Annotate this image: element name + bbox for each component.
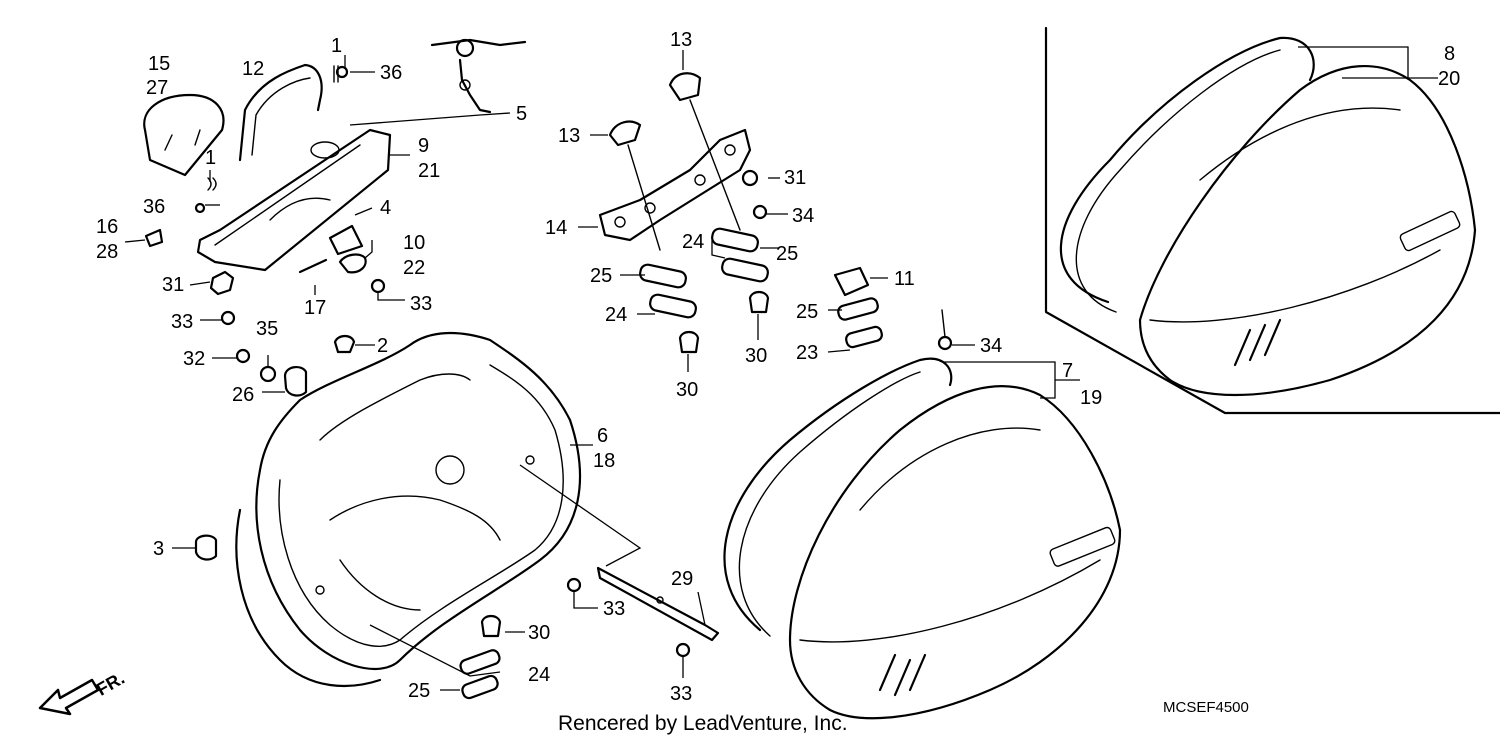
direction-label: FR.	[93, 668, 128, 700]
callout-label: 4	[380, 197, 391, 219]
callout-label: 36	[143, 196, 165, 218]
callout-label: 17	[304, 297, 326, 319]
callout-label: 30	[528, 622, 550, 644]
callout-label: 34	[980, 335, 1002, 357]
callout-label: 32	[183, 348, 205, 370]
callouts: 15 27 12 1 36 5 9 21 1 36 4 16 28 10 22 …	[96, 29, 1460, 705]
callout-label: 19	[1080, 387, 1102, 409]
bracket-plates	[459, 227, 883, 700]
callout-label: 25	[796, 301, 818, 323]
callout-label: 33	[603, 598, 625, 620]
callout-label: 21	[418, 160, 440, 182]
arrow-icon	[38, 678, 100, 716]
callout-label: 3	[153, 538, 164, 560]
callout-label: 8	[1444, 43, 1455, 65]
callout-label: 29	[671, 568, 693, 590]
hardware	[144, 65, 953, 658]
callout-label: 13	[558, 125, 580, 147]
saddlebag-case	[235, 332, 582, 688]
callout-label: 36	[380, 62, 402, 84]
callout-label: 7	[1062, 360, 1073, 382]
lock-assembly	[430, 38, 527, 114]
diagram-code: MCSEF4500	[1163, 699, 1249, 716]
front-direction-arrow: FR.	[38, 668, 128, 716]
callout-label: 27	[146, 77, 168, 99]
mounting-bracket	[598, 72, 752, 251]
top-cover	[143, 63, 392, 272]
saddlebag-lid-inset	[1059, 36, 1477, 397]
callout-label: 5	[516, 103, 527, 125]
callout-label: 13	[670, 29, 692, 51]
callout-label: 24	[682, 231, 704, 253]
callout-label: 16	[96, 216, 118, 238]
callout-label: 1	[331, 35, 342, 57]
callout-label: 30	[745, 345, 767, 367]
callout-label: 10	[403, 232, 425, 254]
callout-label: 35	[256, 318, 278, 340]
callout-label: 24	[605, 304, 627, 326]
callout-label: 33	[670, 683, 692, 705]
callout-label: 31	[162, 274, 184, 296]
callout-label: 20	[1438, 68, 1460, 90]
callout-label: 12	[242, 58, 264, 80]
callout-label: 11	[894, 268, 915, 290]
callout-label: 25	[776, 243, 798, 265]
stay-bar	[596, 566, 720, 642]
footer-credit: Rencered by LeadVenture, Inc.	[558, 712, 848, 735]
callout-label: 34	[792, 205, 814, 227]
callout-label: 26	[232, 384, 254, 406]
callout-label: 18	[593, 450, 615, 472]
inset-frame	[1044, 26, 1500, 415]
saddlebag-lid-main	[723, 357, 1122, 720]
callout-label: 1	[205, 147, 216, 169]
callout-label: 9	[418, 135, 429, 157]
leader-lines	[124, 46, 1438, 691]
callout-label: 33	[410, 293, 432, 315]
callout-label: 24	[528, 664, 550, 686]
callout-label: 15	[148, 53, 170, 75]
callout-label: 23	[796, 342, 818, 364]
callout-label: 2	[377, 335, 388, 357]
callout-label: 6	[597, 425, 608, 447]
callout-label: 31	[784, 167, 806, 189]
callout-label: 33	[171, 311, 193, 333]
callout-label: 30	[676, 379, 698, 401]
callout-label: 28	[96, 241, 118, 263]
callout-label: 14	[545, 217, 567, 239]
callout-label: 25	[408, 680, 430, 702]
callout-label: 25	[590, 265, 612, 287]
callout-label: 22	[403, 257, 425, 279]
